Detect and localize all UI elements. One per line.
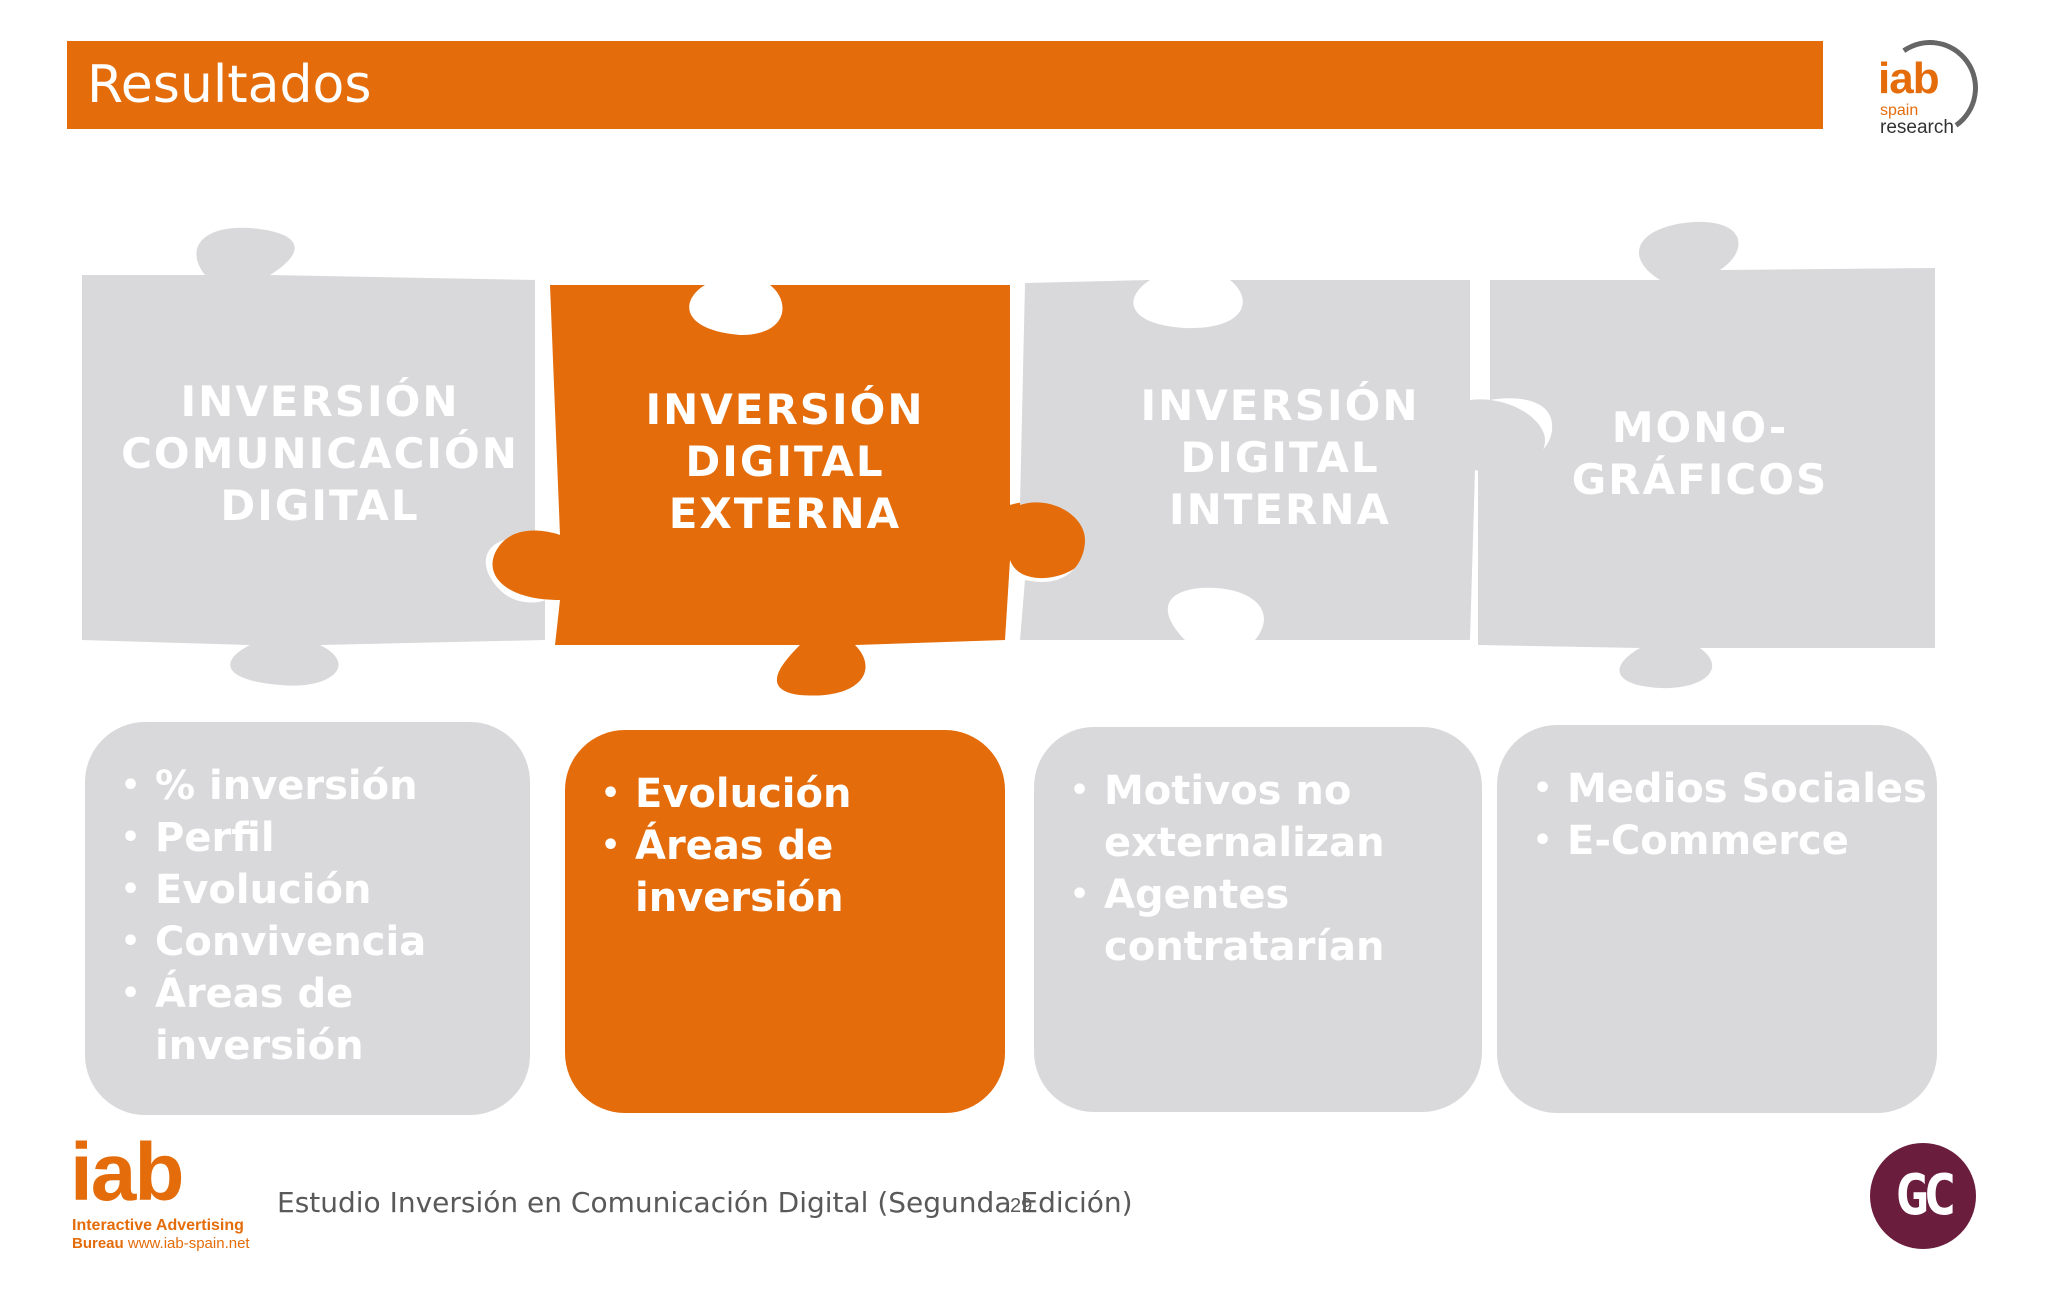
logo-word: iab bbox=[1878, 54, 1940, 103]
puzzle-piece-4 bbox=[1478, 221, 1935, 689]
puzzle-piece-3 bbox=[1020, 280, 1545, 640]
puzzle-title-1-line-1: INVERSIÓN bbox=[180, 377, 460, 426]
iab-spain-research-logo: iab spain research bbox=[1870, 32, 1986, 146]
list-item: Medios Sociales bbox=[1497, 763, 1937, 815]
list-item: Convivencia bbox=[85, 916, 530, 968]
list-item: % inversión bbox=[85, 760, 530, 812]
puzzle-title-3-line-3: INTERNA bbox=[1168, 485, 1392, 534]
list-item: E-Commerce bbox=[1497, 815, 1937, 867]
list-item: Agentes contratarían bbox=[1034, 869, 1404, 973]
puzzle-title-2-line-1: INVERSIÓN bbox=[645, 385, 925, 434]
puzzle-title-2: INVERSIÓN DIGITAL EXTERNA bbox=[595, 384, 975, 540]
puzzle-title-1-line-2: COMUNICACIÓN bbox=[121, 429, 519, 478]
card-digital-externa: Evolución Áreas de inversión bbox=[565, 730, 1005, 1113]
puzzle-piece-1 bbox=[82, 227, 546, 686]
card-4-list: Medios Sociales E-Commerce bbox=[1497, 763, 1937, 867]
card-digital-interna: Motivos no externalizan Agentes contrata… bbox=[1034, 727, 1482, 1112]
footer-logo-bureau: Bureau bbox=[72, 1235, 124, 1252]
card-1-list: % inversión Perfil Evolución Convivencia… bbox=[85, 760, 530, 1072]
list-item: Motivos no externalizan bbox=[1034, 765, 1404, 869]
card-monograficos: Medios Sociales E-Commerce bbox=[1497, 725, 1937, 1113]
card-2-list: Evolución Áreas de inversión bbox=[565, 768, 1005, 924]
footer-study-title: Estudio Inversión en Comunicación Digita… bbox=[277, 1186, 1133, 1219]
footer-logo-line-1: Interactive Advertising bbox=[72, 1217, 244, 1234]
list-item: Áreas de inversión bbox=[565, 820, 935, 924]
puzzle-diagram bbox=[82, 221, 1935, 696]
list-item: Perfil bbox=[85, 812, 530, 864]
list-item: Evolución bbox=[565, 768, 1005, 820]
puzzle-piece-2 bbox=[492, 285, 1092, 696]
puzzle-title-4: MONO- GRÁFICOS bbox=[1540, 402, 1860, 506]
footer-logo-word: iab bbox=[70, 1127, 184, 1218]
puzzle-title-1-line-3: DIGITAL bbox=[220, 481, 420, 530]
list-item: Áreas de inversión bbox=[85, 968, 455, 1072]
footer-logo-line-2: Bureau www.iab-spain.net bbox=[72, 1235, 250, 1252]
page-number: 29 bbox=[1010, 1195, 1033, 1217]
gc-badge-logo: GC bbox=[1870, 1143, 1976, 1249]
puzzle-title-4-line-2: GRÁFICOS bbox=[1571, 455, 1829, 504]
page-title: Resultados bbox=[87, 55, 372, 115]
logo-line-2: research bbox=[1880, 117, 1954, 138]
puzzle-title-2-line-3: EXTERNA bbox=[668, 489, 902, 538]
header-bar: Resultados bbox=[67, 41, 1823, 129]
puzzle-title-3-line-2: DIGITAL bbox=[1180, 433, 1380, 482]
card-comunicacion-digital: % inversión Perfil Evolución Convivencia… bbox=[85, 722, 530, 1115]
iab-footer-logo: iab Interactive Advertising Bureau www.i… bbox=[70, 1127, 280, 1260]
puzzle-title-3-line-1: INVERSIÓN bbox=[1140, 381, 1420, 430]
puzzle-title-3: INVERSIÓN DIGITAL INTERNA bbox=[1085, 380, 1475, 536]
puzzle-title-2-line-2: DIGITAL bbox=[685, 437, 885, 486]
list-item: Evolución bbox=[85, 864, 530, 916]
puzzle-title-4-line-1: MONO- bbox=[1611, 403, 1789, 452]
puzzle-title-1: INVERSIÓN COMUNICACIÓN DIGITAL bbox=[110, 376, 530, 532]
card-3-list: Motivos no externalizan Agentes contrata… bbox=[1034, 765, 1482, 973]
logo-line-1: spain bbox=[1880, 102, 1919, 119]
footer-logo-url: www.iab-spain.net bbox=[127, 1235, 250, 1252]
